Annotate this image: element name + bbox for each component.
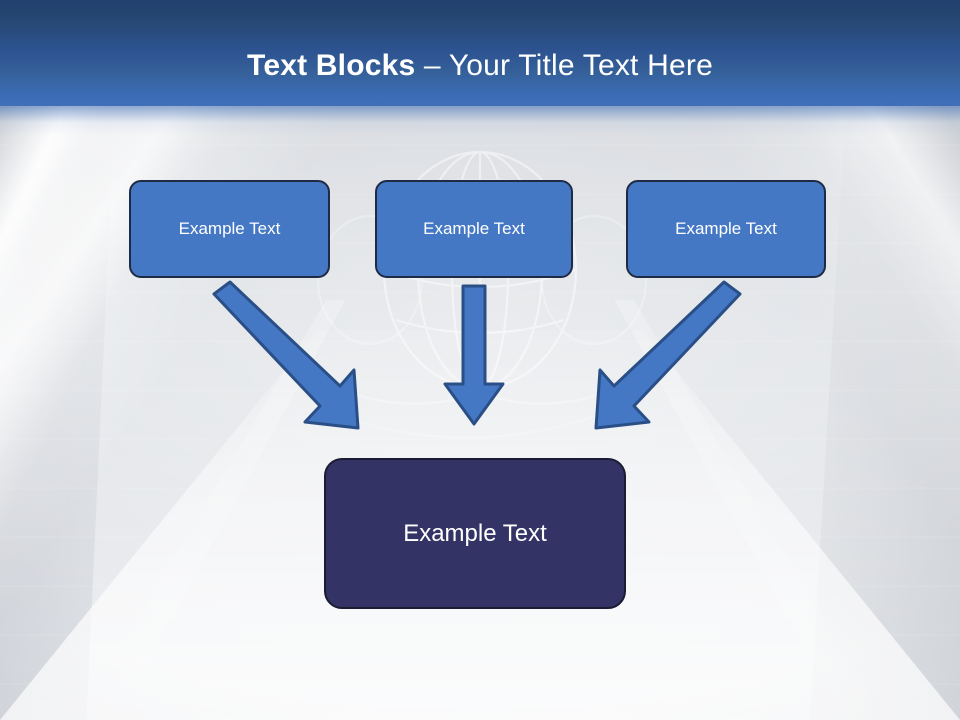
background-left-wall <box>0 0 120 720</box>
title-bar: Text Blocks – Your Title Text Here <box>0 0 960 106</box>
title-bar-fade <box>0 106 960 136</box>
page-title-bold: Text Blocks <box>247 49 416 82</box>
text-block-2-label: Example Text <box>423 219 525 238</box>
text-block-3-label: Example Text <box>675 219 777 238</box>
text-block-1-label: Example Text <box>178 219 281 238</box>
text-block-result-label: Example Text <box>403 519 547 547</box>
arrow-down-icon <box>443 284 505 426</box>
text-block-2[interactable]: Example Text <box>375 180 573 278</box>
arrow-down-left-icon <box>580 280 742 432</box>
background-globe-motif <box>310 120 650 450</box>
text-block-1[interactable]: Example Text <box>129 180 330 278</box>
arrow-down-right-icon <box>212 280 374 432</box>
text-block-3[interactable]: Example Text <box>626 180 826 278</box>
text-block-result[interactable]: Example Text <box>324 458 626 609</box>
background-right-wall <box>810 0 960 720</box>
page-title-dash: – <box>415 49 449 82</box>
page-title: Text Blocks – Your Title Text Here <box>0 49 960 83</box>
page-title-rest: Your Title Text Here <box>448 49 713 82</box>
